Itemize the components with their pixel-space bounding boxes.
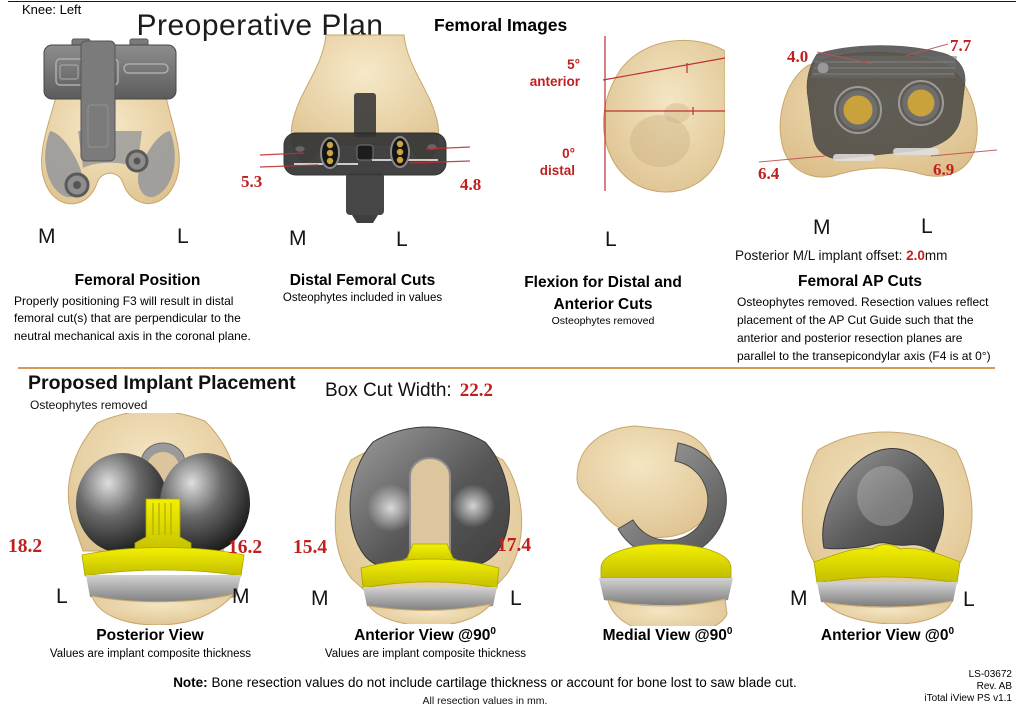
- offset-value: 2.0: [906, 248, 925, 263]
- box-cut-width: Box Cut Width: 22.2: [325, 380, 493, 402]
- flexion-lateral-label: L: [605, 228, 617, 251]
- anterior90-subtitle: Values are implant composite thickness: [324, 648, 527, 660]
- ap-top-left-value: 4.0: [787, 47, 809, 66]
- femoral-ap-cuts-image: [758, 43, 998, 178]
- implant-section-subtitle: Osteophytes removed: [30, 398, 148, 412]
- implant-section-title: Proposed Implant Placement: [28, 372, 296, 394]
- footer-note-label: Note:: [173, 675, 208, 690]
- distal-femoral-cuts-image: [260, 34, 470, 223]
- anterior-0-view-image: [801, 431, 973, 624]
- flexion-subtitle: Osteophytes removed: [551, 315, 655, 327]
- ap-medial-label: M: [813, 216, 831, 239]
- top-rule: [8, 1, 1016, 2]
- footer-note-sub: All resection values in mm.: [422, 695, 548, 707]
- posterior-offset-line: Posterior M/L implant offset: 2.0mm: [735, 248, 947, 263]
- fp-description: Properly positioning F3 will result in d…: [14, 294, 251, 343]
- ap-bottom-left-value: 6.4: [758, 164, 780, 183]
- ap-title: Femoral AP Cuts: [797, 273, 923, 290]
- anterior90-medial-label: M: [311, 587, 329, 610]
- footer-note-text: Bone resection values do not include car…: [207, 675, 797, 690]
- posterior-lateral-label: L: [56, 585, 68, 608]
- offset-unit: mm: [924, 248, 948, 263]
- anterior90-left-value: 15.4: [293, 537, 328, 558]
- posterior-medial-label: M: [232, 585, 250, 608]
- doc-revision: Rev. AB: [976, 681, 1012, 692]
- posterior-title: Posterior View: [96, 627, 204, 644]
- dfc-title: Distal Femoral Cuts: [289, 272, 436, 289]
- dfc-lateral-label: L: [396, 228, 408, 251]
- doc-software: iTotal iView PS v1.1: [924, 693, 1012, 704]
- doc-number: LS-03672: [968, 669, 1012, 680]
- flexion-image: [602, 36, 725, 193]
- footer-note: Note: Bone resection values do not inclu…: [35, 675, 935, 690]
- dfc-lateral-value: 4.8: [460, 175, 482, 194]
- flexion-title: Flexion for Distal and Anterior Cuts: [524, 274, 682, 314]
- anterior0-lateral-label: L: [963, 588, 975, 611]
- ap-description: Osteophytes removed. Resection values re…: [737, 295, 991, 363]
- dfc-subtitle: Osteophytes included in values: [282, 292, 443, 304]
- anterior-90-view-image: [334, 426, 523, 624]
- posterior-right-value: 16.2: [228, 537, 263, 558]
- box-cut-label: Box Cut Width:: [325, 380, 452, 401]
- flexion-distal-label: 0° distal: [539, 146, 575, 178]
- offset-label: Posterior M/L implant offset:: [735, 248, 903, 263]
- dfc-medial-value: 5.3: [241, 172, 263, 191]
- ap-top-right-value: 7.7: [950, 36, 972, 55]
- dfc-medial-label: M: [289, 227, 307, 250]
- ap-bottom-right-value: 6.9: [933, 160, 955, 179]
- femoral-images-header: Femoral Images: [434, 15, 568, 35]
- femoral-position-image: [41, 38, 180, 205]
- anterior0-title: Anterior View @00: [820, 625, 955, 644]
- box-cut-value: 22.2: [459, 380, 493, 401]
- anterior90-lateral-label: L: [510, 587, 522, 610]
- posterior-view-image: [67, 413, 250, 625]
- posterior-left-value: 18.2: [8, 536, 43, 557]
- anterior0-medial-label: M: [790, 587, 808, 610]
- posterior-subtitle: Values are implant composite thickness: [49, 648, 252, 660]
- document-info-block: LS-03672 Rev. AB iTotal iView PS v1.1: [924, 669, 1012, 705]
- anterior90-right-value: 17.4: [497, 535, 532, 556]
- anterior90-title: Anterior View @900: [354, 625, 496, 644]
- flexion-anterior-label: 5° anterior: [529, 57, 580, 89]
- section-divider: [18, 367, 995, 369]
- knee-side-label: Knee: Left: [22, 2, 82, 17]
- fp-title: Femoral Position: [74, 272, 201, 289]
- medial90-title: Medial View @900: [602, 625, 733, 644]
- fp-lateral-label: L: [177, 225, 189, 248]
- ap-lateral-label: L: [921, 215, 933, 238]
- fp-medial-label: M: [38, 225, 56, 248]
- medial-90-view-image: [576, 425, 733, 626]
